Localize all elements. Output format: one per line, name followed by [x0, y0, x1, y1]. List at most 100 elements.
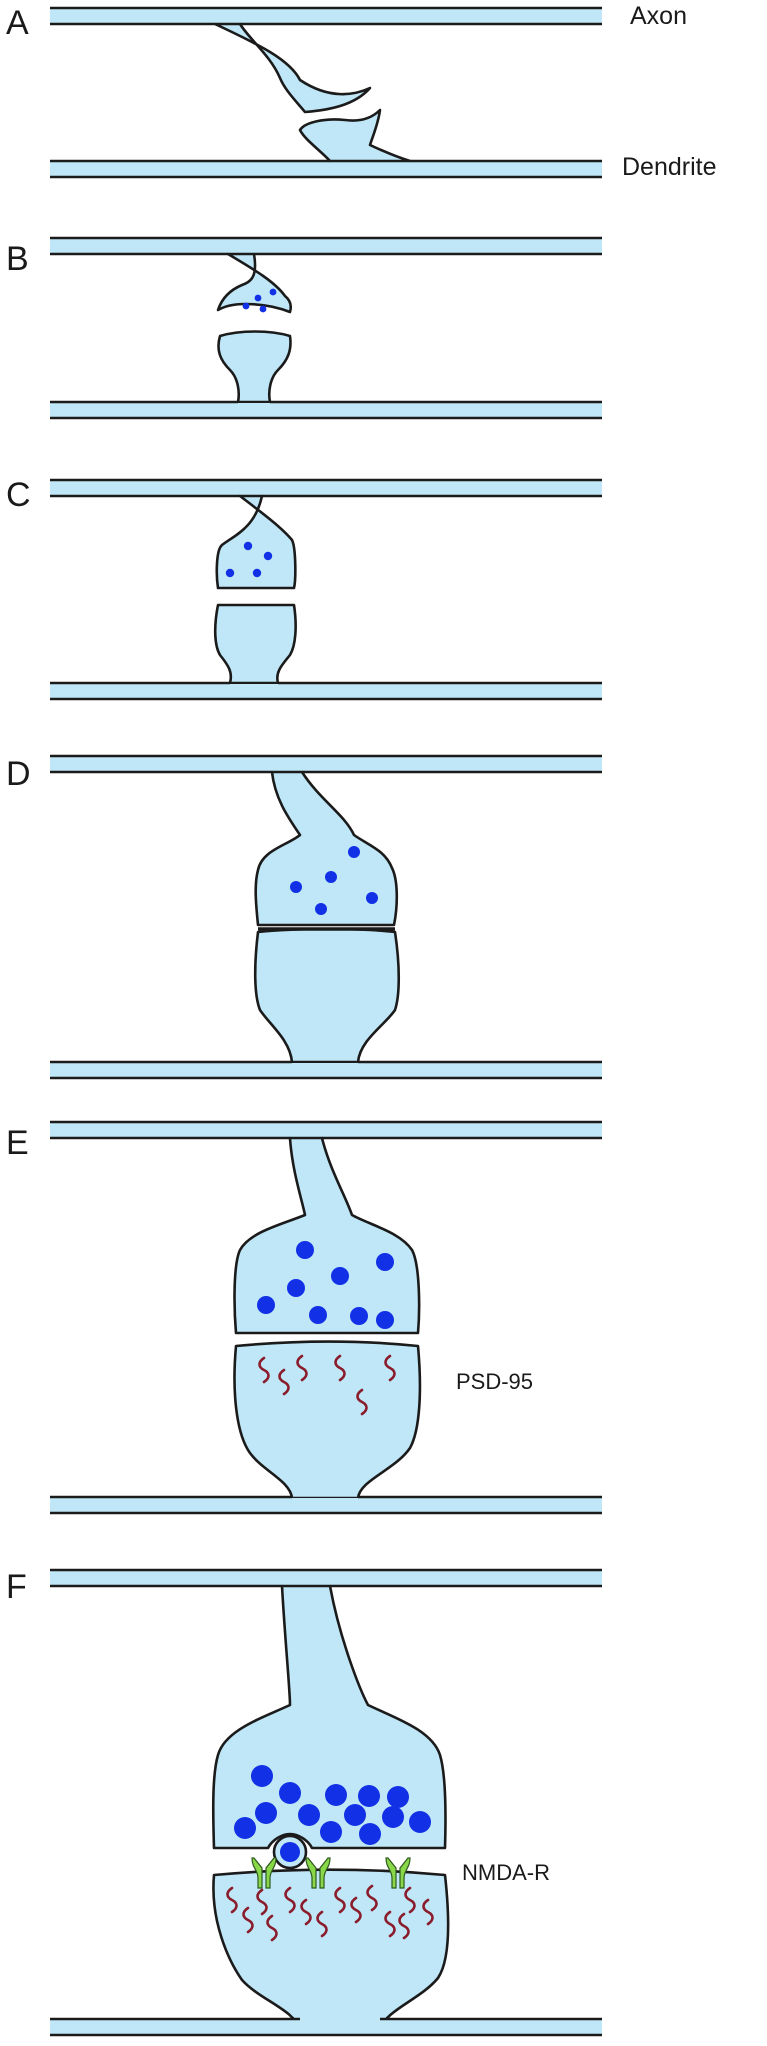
- panel-letter-e: E: [6, 1124, 29, 1162]
- psd95-protein: [422, 1898, 434, 1926]
- vesicle: [376, 1311, 394, 1329]
- axon-shaft: [50, 6, 602, 26]
- axon-shaft: [50, 1568, 602, 1588]
- panel-letter-f: F: [6, 1568, 27, 1606]
- dendrite-shaft: [50, 681, 602, 701]
- postsynaptic-spine: [253, 927, 401, 1064]
- panel-a: A Axon Dendrite: [6, 2, 717, 181]
- panel-f: F: [6, 1568, 602, 2037]
- vesicle: [315, 903, 327, 915]
- psd95-label: PSD-95: [456, 1369, 533, 1394]
- vesicle: [387, 1786, 409, 1808]
- dendrite-shaft: [50, 400, 602, 420]
- vesicle: [243, 541, 253, 551]
- vesicles: [234, 1765, 431, 1845]
- vesicle: [234, 1817, 256, 1839]
- vesicle: [382, 1806, 404, 1828]
- panel-d: D: [6, 754, 602, 1080]
- vesicle: [366, 892, 378, 904]
- dendrite-shaft: [50, 2017, 602, 2037]
- psd95-protein: [258, 1356, 270, 1384]
- vesicle: [290, 881, 302, 893]
- psd95-protein: [350, 1896, 362, 1924]
- vesicle: [325, 871, 337, 883]
- vesicles: [225, 541, 273, 578]
- panel-letter-d: D: [6, 755, 31, 793]
- nmda-r-label: NMDA-R: [462, 1860, 550, 1885]
- panel-b: B: [6, 236, 602, 420]
- psd95-protein: [278, 1368, 290, 1396]
- vesicle: [269, 288, 277, 296]
- fusing-vesicle: [272, 1834, 308, 1870]
- vesicle: [259, 305, 267, 313]
- vesicle: [280, 1842, 300, 1862]
- vesicle: [358, 1785, 380, 1807]
- nmda-receptor: [251, 1857, 277, 1889]
- axon-shaft: [50, 1120, 602, 1140]
- nmda-receptors: [251, 1857, 411, 1889]
- psd95-protein: [366, 1884, 378, 1912]
- vesicle: [350, 1307, 368, 1325]
- psd95-protein: [356, 1388, 368, 1416]
- axon-label: Axon: [630, 2, 687, 30]
- panel-letter-a: A: [6, 4, 29, 42]
- presynaptic-terminal: [215, 494, 297, 590]
- vesicle: [376, 1253, 394, 1271]
- dendrite-label: Dendrite: [622, 153, 717, 181]
- presynaptic-terminal: [233, 1136, 421, 1335]
- psd95-protein: [296, 1354, 308, 1382]
- dendritic-filopodium: [298, 108, 412, 163]
- postsynaptic-spine: [217, 330, 292, 404]
- vesicle: [359, 1823, 381, 1845]
- dendrite-shaft: [50, 1495, 602, 1515]
- psd95-protein: [334, 1354, 346, 1382]
- vesicle: [225, 568, 235, 578]
- panel-letter-c: C: [6, 476, 31, 514]
- vesicle: [296, 1241, 314, 1259]
- dendrite-shaft: [50, 1060, 602, 1080]
- psd95-cluster: [226, 1884, 434, 1942]
- axon-growth-cone: [213, 22, 372, 114]
- vesicle: [242, 302, 250, 310]
- vesicle: [298, 1804, 320, 1826]
- panel-c: C: [6, 476, 602, 701]
- vesicle: [252, 568, 262, 578]
- vesicle: [251, 1765, 273, 1787]
- psd95-protein: [384, 1354, 396, 1382]
- vesicle: [320, 1821, 342, 1843]
- panel-e: E PSD-95: [6, 1120, 602, 1515]
- vesicle: [309, 1306, 327, 1324]
- vesicle: [257, 1296, 275, 1314]
- psd95-protein: [266, 1914, 278, 1942]
- psd95-protein: [256, 1888, 268, 1916]
- axon-shaft: [50, 236, 602, 256]
- vesicle: [255, 1802, 277, 1824]
- presynaptic-terminal: [211, 1584, 447, 1850]
- psd95-protein: [404, 1886, 416, 1914]
- psd95-protein: [242, 1906, 254, 1934]
- axon-shaft: [50, 754, 602, 774]
- nmda-receptor: [305, 1857, 331, 1889]
- panel-letter-b: B: [6, 240, 29, 278]
- nmda-receptor: [385, 1857, 411, 1889]
- vesicles: [242, 288, 277, 313]
- psd95-protein: [384, 1910, 396, 1938]
- psd95-protein: [300, 1898, 312, 1926]
- postsynaptic-spine: [213, 603, 297, 685]
- vesicle: [254, 294, 262, 302]
- vesicle: [348, 846, 360, 858]
- axon-shaft: [50, 478, 602, 498]
- psd95-protein: [398, 1912, 410, 1940]
- vesicles: [290, 846, 378, 915]
- vesicle: [331, 1267, 349, 1285]
- vesicle: [287, 1279, 305, 1297]
- postsynaptic-spine: [233, 1340, 422, 1500]
- psd95-protein: [334, 1886, 346, 1914]
- presynaptic-terminal: [216, 252, 293, 314]
- psd95-cluster: [258, 1354, 396, 1416]
- vesicle: [263, 551, 273, 561]
- psd95-protein: [226, 1886, 238, 1914]
- vesicle: [344, 1804, 366, 1826]
- vesicle: [409, 1811, 431, 1833]
